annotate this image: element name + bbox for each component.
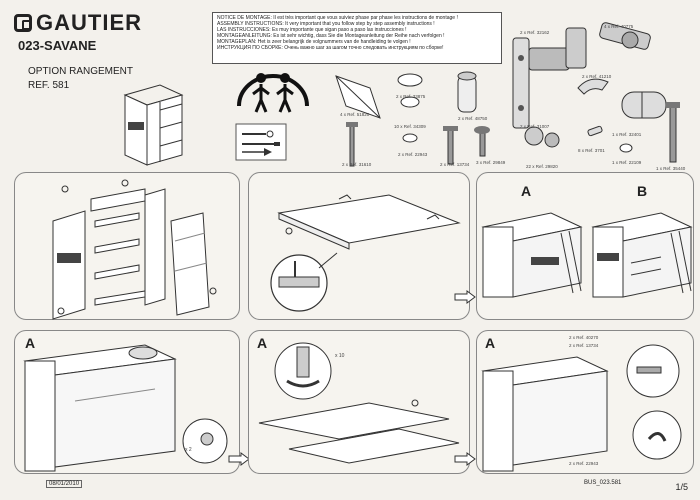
exploded-cabinet-diagram — [52, 179, 217, 320]
brand-name: GAUTIER — [36, 10, 142, 35]
cam-lock-part — [457, 71, 477, 113]
variant-a-label: A — [257, 335, 268, 351]
cam-part — [524, 126, 544, 146]
step-2-panel — [248, 172, 476, 320]
panel-assembly-diagram — [270, 194, 461, 312]
variant-a-label: A — [521, 183, 532, 199]
bed-variant-b-diagram — [591, 212, 693, 298]
model-name: 023-SAVANE — [18, 38, 97, 53]
hardware-parts — [335, 22, 680, 167]
part-ref: 2 x Ref. 13734 — [440, 162, 470, 167]
next-arrow-icon — [454, 452, 476, 466]
cam-part — [544, 132, 560, 148]
print-date: 08/01/2010 — [46, 480, 83, 488]
cover-plate-part — [335, 75, 381, 119]
bed-assembly-diagram — [23, 344, 228, 472]
reference-number: REF. 581 — [28, 80, 70, 91]
part-ref: 2 x Ref. 33875 — [396, 94, 426, 99]
handle-part — [621, 91, 667, 119]
brand-logo: GAUTIER — [14, 10, 142, 36]
notice-line: MONTAGEANLEITUNG: Es ist sehr wichtig, d… — [217, 33, 445, 40]
part-ref: 2 x Ref. 48750 — [458, 116, 488, 121]
variant-a-label: A — [485, 335, 496, 351]
part-ref: 2 x Ref. 40270 — [569, 335, 599, 340]
next-arrow-icon — [454, 290, 476, 304]
washer-part — [402, 133, 418, 143]
bed-variant-a-diagram — [481, 212, 583, 298]
part-ref: 3 x Ref. 29849 — [476, 160, 506, 165]
part-ref: 4 x Ref. 51820 — [340, 112, 370, 117]
part-ref: 2 x Ref. 22943 — [398, 152, 428, 157]
dowel-part — [587, 125, 603, 137]
notice-line: LAS INSTRUCCIONES: Es muy importante que… — [217, 27, 407, 34]
part-ref: 8 x Ref. 3701 — [578, 148, 605, 153]
screw-part — [346, 122, 358, 167]
assembly-notice: NOTICE DE MONTAGE: Il est très important… — [212, 12, 502, 64]
screw-part — [443, 126, 458, 165]
option-title: OPTION RANGEMENT — [28, 66, 134, 77]
step-6-panel: A 2 x Ref. 40270 2 x Ref. 13734 2 x Ref.… — [476, 330, 694, 474]
shelf-dowel-diagram — [258, 342, 460, 464]
step-3-panel: A B — [476, 172, 694, 320]
quantity-label: x 10 — [335, 353, 345, 359]
tools-icon — [235, 123, 287, 161]
step-1-panel — [14, 172, 240, 320]
part-ref: 2 x Ref. 32162 — [520, 30, 550, 35]
product-thumbnail — [123, 84, 184, 166]
screw-part — [474, 126, 490, 157]
variant-b-label: B — [637, 183, 648, 199]
part-ref: 2 x Ref. 31610 — [342, 162, 372, 167]
brand-mark-icon — [14, 14, 32, 32]
cap-part — [397, 73, 423, 87]
part-ref: 2 x Ref. 13734 — [569, 343, 599, 348]
notice-line: NOTICE DE MONTAGE: Il est très important… — [217, 15, 458, 21]
notice-line: ИНСТРУКЦИЯ ПО СБОРКЕ: Очень важно шаг за… — [217, 45, 444, 52]
quantity-label: x 2 — [185, 447, 192, 453]
part-ref: 1 x Ref. 22109 — [612, 160, 642, 165]
next-arrow-icon — [228, 452, 250, 466]
washer-part — [619, 143, 633, 153]
part-ref: 1 x Ref. 35440 — [656, 166, 686, 171]
final-assembly-diagram — [481, 344, 682, 472]
page-number: 1/5 — [675, 482, 688, 492]
part-ref: 2 x Ref. 22943 — [569, 461, 599, 466]
clip-part — [577, 78, 609, 95]
notice-line: MONTAGEPLAN: Het is zeer belangrijk de v… — [217, 39, 411, 46]
part-ref: 2 x Ref. 31007 — [520, 124, 550, 129]
cap-part — [400, 96, 420, 108]
notice-line: ASSEMBLY INSTRUCTIONS: It very important… — [217, 21, 435, 28]
rail-bracket-part — [512, 27, 587, 129]
part-ref: 2 x Ref. 41210 — [582, 74, 612, 79]
step-5-panel: A x 10 — [248, 330, 476, 474]
two-persons-icon — [237, 73, 309, 113]
part-ref: 22 x Ref. 29820 — [526, 164, 558, 169]
hinge-part — [599, 22, 651, 50]
part-ref: 1 x Ref. 32401 — [612, 132, 642, 137]
part-ref: 4 x Ref. 40775 — [604, 24, 634, 29]
document-code: BUS_023.581 — [584, 480, 622, 486]
variant-a-label: A — [25, 335, 36, 351]
part-ref: 10 x Ref. 34309 — [394, 124, 426, 129]
step-4-panel: A x 2 — [14, 330, 250, 474]
screw-part — [666, 102, 680, 163]
